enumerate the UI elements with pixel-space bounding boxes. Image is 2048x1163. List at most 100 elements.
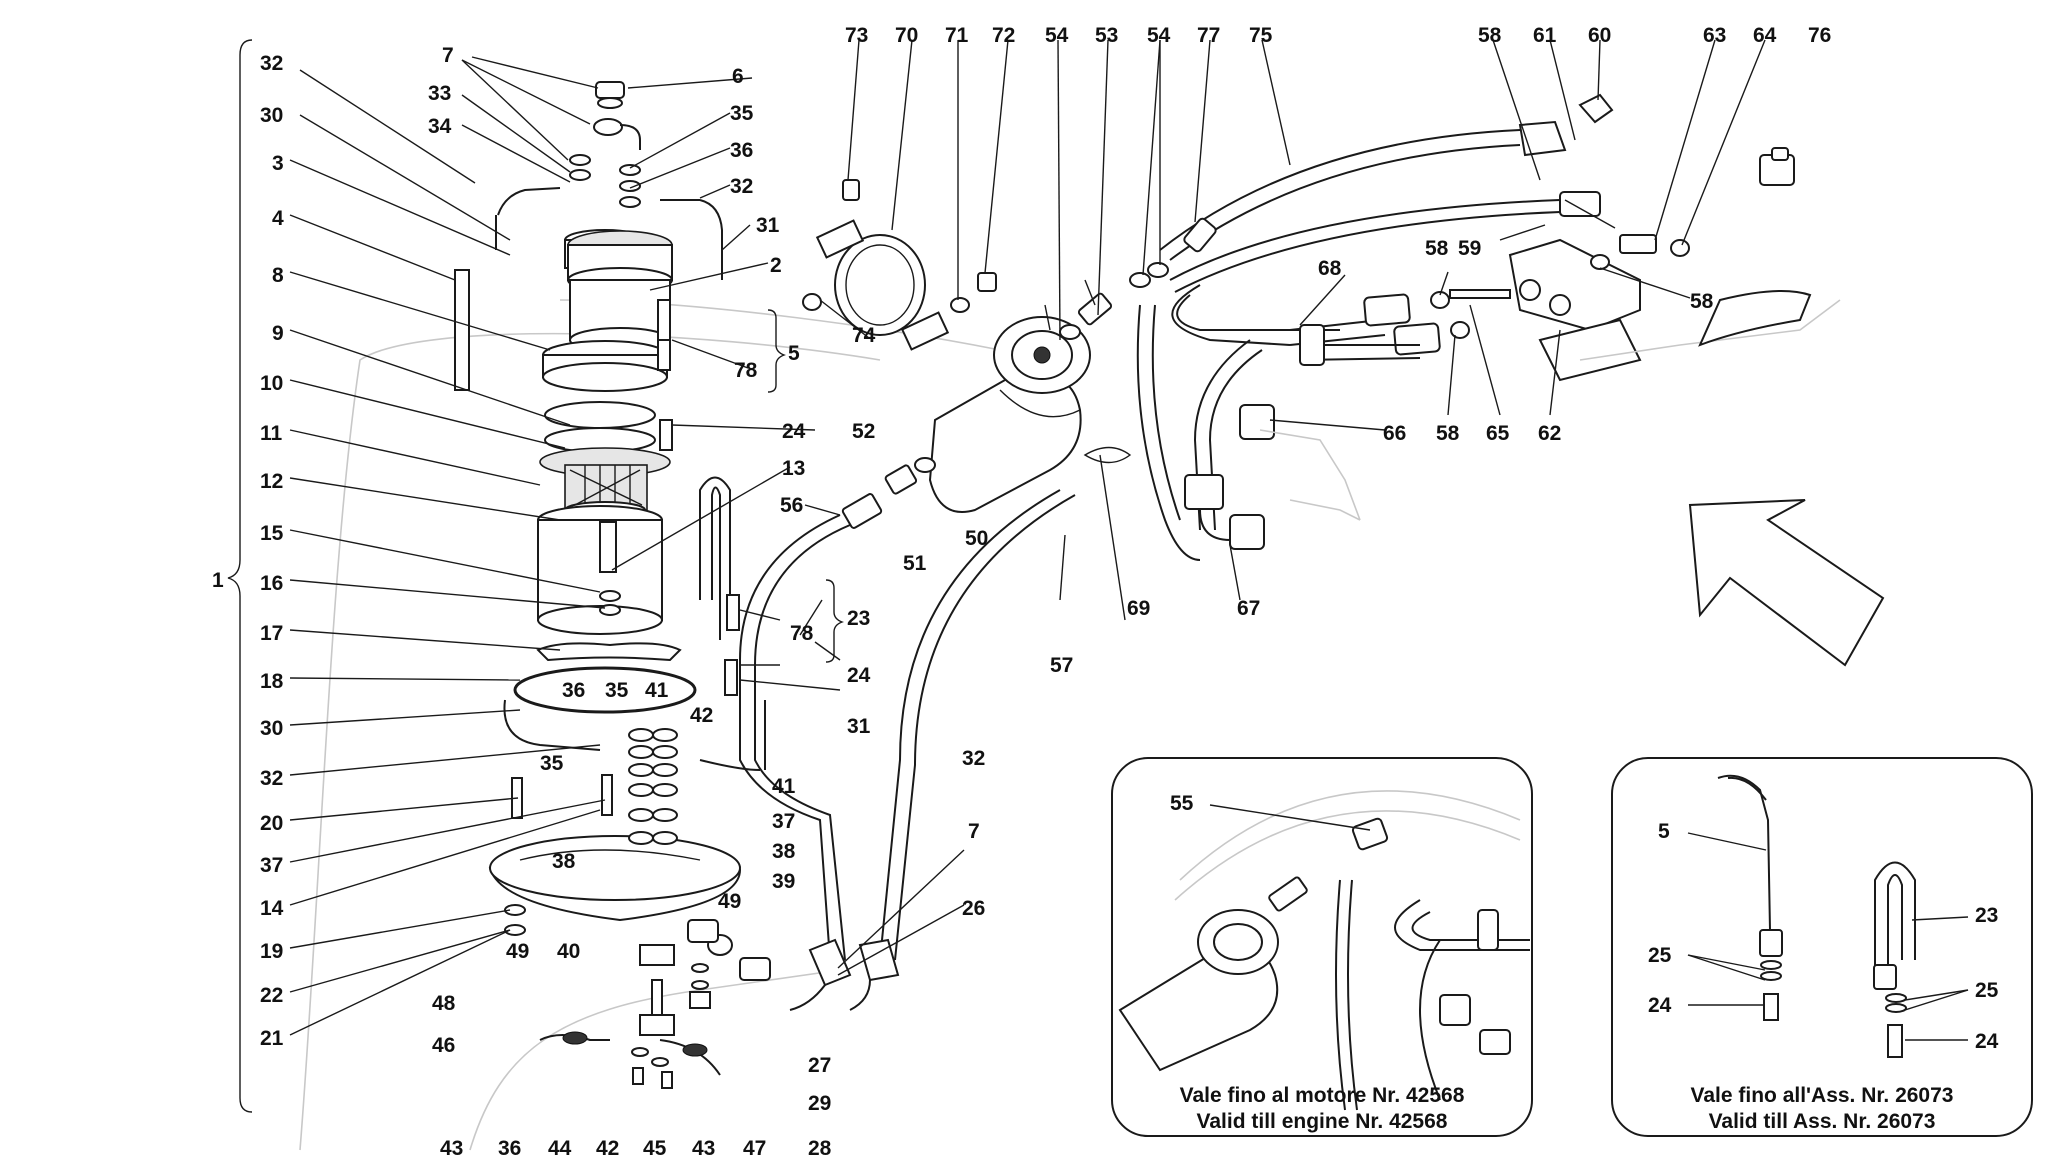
label-51: 51 [903, 552, 927, 575]
label-49b: 49 [506, 940, 529, 963]
label-18: 18 [260, 670, 284, 693]
label-5b: 5 [1658, 820, 1670, 843]
label-35c: 35 [540, 752, 564, 775]
label-59: 59 [1458, 237, 1481, 260]
label-34: 34 [428, 115, 452, 138]
label-28: 28 [808, 1137, 832, 1160]
label-31b: 31 [847, 715, 871, 738]
label-53: 53 [1095, 24, 1118, 47]
group-5-brace [767, 309, 786, 393]
label-7b: 7 [968, 820, 980, 843]
label-9: 9 [272, 322, 284, 345]
label-60: 60 [1588, 24, 1611, 47]
label-21: 21 [260, 1027, 284, 1050]
inset-engine-caption-it: Vale fino al motore Nr. 42568 [1180, 1084, 1465, 1107]
label-11: 11 [260, 422, 283, 445]
label-33: 33 [428, 82, 451, 105]
inset-engine-variant: 55 Vale fino al motore Nr. 42568 Valid t… [1111, 757, 1533, 1137]
label-64: 64 [1753, 24, 1777, 47]
label-13: 13 [782, 457, 805, 480]
label-8: 8 [272, 264, 284, 287]
label-45: 45 [643, 1137, 667, 1160]
label-37: 37 [260, 854, 283, 877]
label-58: 58 [1425, 237, 1449, 260]
label-41: 41 [645, 679, 669, 702]
label-26: 26 [962, 897, 985, 920]
label-17: 17 [260, 622, 283, 645]
leader-lines [289, 39, 1766, 1036]
label-24d: 24 [1975, 1030, 1999, 1053]
label-75: 75 [1249, 24, 1273, 47]
label-19: 19 [260, 940, 283, 963]
label-50: 50 [965, 527, 988, 550]
label-68: 68 [1318, 257, 1342, 280]
label-25: 25 [1648, 944, 1672, 967]
label-71: 71 [945, 24, 969, 47]
part-number-labels: 1 32 30 3 4 8 9 10 11 12 15 16 17 18 30 … [212, 24, 1831, 1160]
label-39: 39 [772, 870, 795, 893]
label-20: 20 [260, 812, 283, 835]
label-42b: 42 [596, 1137, 619, 1160]
inset-engine-caption-en: Valid till engine Nr. 42568 [1197, 1110, 1448, 1133]
label-58c: 58 [1690, 290, 1714, 313]
label-36b: 36 [562, 679, 585, 702]
label-16: 16 [260, 572, 283, 595]
label-69: 69 [1127, 597, 1150, 620]
label-4: 4 [272, 207, 284, 230]
label-32c: 32 [730, 175, 753, 198]
label-37b: 37 [772, 810, 795, 833]
label-67: 67 [1237, 597, 1260, 620]
label-49: 49 [718, 890, 741, 913]
label-24b: 24 [847, 664, 871, 687]
label-38b: 38 [552, 850, 576, 873]
label-63: 63 [1703, 24, 1726, 47]
filter-clamp [802, 179, 997, 351]
label-58d: 58 [1478, 24, 1502, 47]
label-24c: 24 [1648, 994, 1672, 1017]
label-38: 38 [772, 840, 796, 863]
label-32d: 32 [962, 747, 985, 770]
group-23-brace [825, 579, 844, 663]
label-78: 78 [734, 359, 758, 382]
label-43b: 43 [692, 1137, 715, 1160]
label-57: 57 [1050, 654, 1073, 677]
label-14: 14 [260, 897, 284, 920]
label-73: 73 [845, 24, 868, 47]
label-54: 54 [1045, 24, 1069, 47]
label-2: 2 [770, 254, 782, 277]
label-44: 44 [548, 1137, 572, 1160]
label-62: 62 [1538, 422, 1561, 445]
inset-assembly-variant: 5 25 24 23 25 24 Vale fino all'Ass. Nr. … [1611, 757, 2033, 1137]
label-41b: 41 [772, 775, 796, 798]
label-29: 29 [808, 1092, 831, 1115]
label-46: 46 [432, 1034, 455, 1057]
label-56: 56 [780, 494, 803, 517]
fuel-rail-pipes [1159, 93, 1841, 550]
label-22: 22 [260, 984, 283, 1007]
label-52: 52 [852, 420, 875, 443]
label-43: 43 [440, 1137, 463, 1160]
fuel-pump-assembly [454, 81, 723, 714]
inset-assembly-caption-it: Vale fino all'Ass. Nr. 26073 [1691, 1084, 1954, 1107]
fuel-filter [841, 262, 1201, 561]
label-72: 72 [992, 24, 1015, 47]
label-65: 65 [1486, 422, 1510, 445]
label-30b: 30 [260, 717, 283, 740]
direction-arrow [1688, 499, 1885, 667]
label-55: 55 [1170, 792, 1194, 815]
label-24: 24 [782, 420, 806, 443]
label-30: 30 [260, 104, 283, 127]
label-76: 76 [1808, 24, 1831, 47]
label-77: 77 [1197, 24, 1220, 47]
label-6: 6 [732, 65, 744, 88]
label-27: 27 [808, 1054, 831, 1077]
label-47: 47 [743, 1137, 766, 1160]
label-35b: 35 [605, 679, 629, 702]
group-1-brace [227, 39, 253, 1113]
label-23b: 23 [1975, 904, 1998, 927]
label-36: 36 [730, 139, 753, 162]
label-35: 35 [730, 102, 754, 125]
label-42: 42 [690, 704, 713, 727]
label-31: 31 [756, 214, 780, 237]
